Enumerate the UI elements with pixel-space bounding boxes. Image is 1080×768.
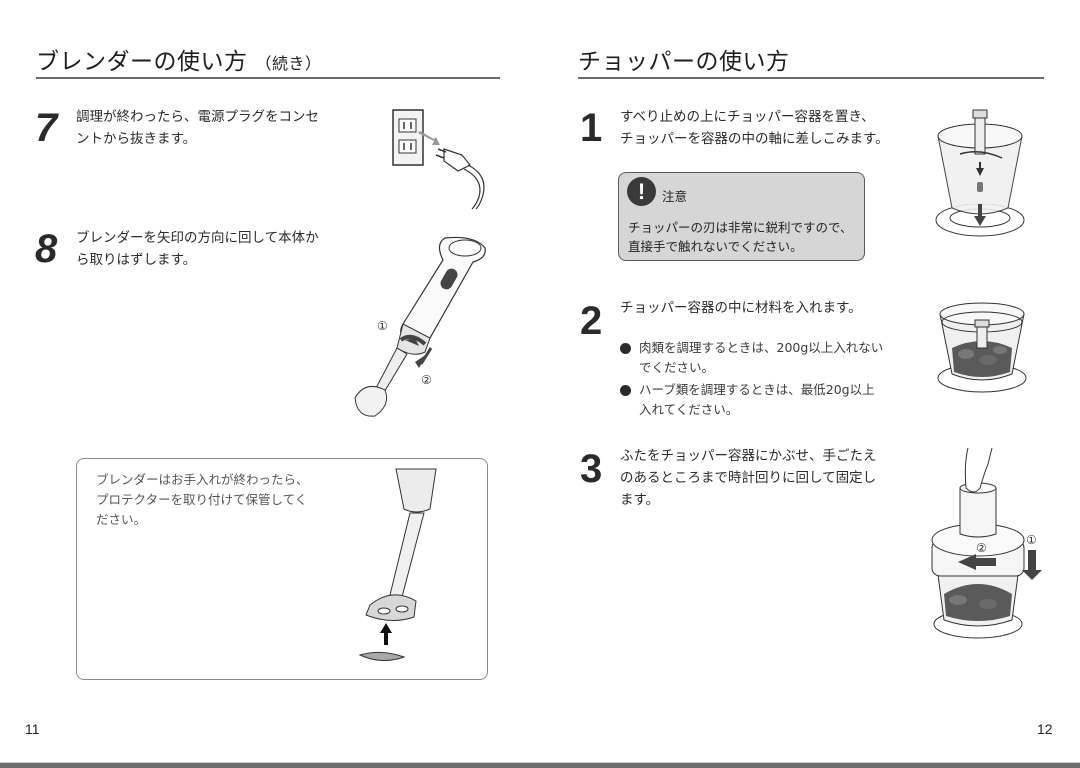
bullet-dot-icon xyxy=(620,343,631,354)
svg-text:①: ① xyxy=(377,319,388,333)
protector-illustration xyxy=(352,465,442,670)
page-number-left: 11 xyxy=(25,721,40,737)
page-number-right: 12 xyxy=(1037,721,1053,737)
caution-label: 注意 xyxy=(662,189,688,204)
detach-blender-illustration: ① ② xyxy=(335,230,495,430)
section-subtitle: （続き） xyxy=(255,54,322,73)
step-2-text: チョッパー容器の中に材料を入れます。 xyxy=(620,300,862,316)
left-page: ブレンダーの使い方 （続き） 7 調理が終わったら、電源プラグをコンセ ントから抜… xyxy=(0,0,540,767)
bullet-item: ハーブ類を調理するときは、最低20g以上 入れてください。 xyxy=(620,380,920,420)
title-rule xyxy=(36,77,500,79)
section-title-chopper: チョッパーの使い方 xyxy=(578,49,790,75)
step-number-2: 2 xyxy=(580,299,603,343)
section-title-text: ブレンダーの使い方 xyxy=(36,49,248,75)
step-number-1: 1 xyxy=(580,106,603,150)
step-1-text: すべり止めの上にチョッパー容器を置き、 チョッパーを容器の中の軸に差しこみます。 xyxy=(620,109,889,147)
svg-text:②: ② xyxy=(976,541,987,555)
right-page: チョッパーの使い方 xyxy=(540,0,1080,767)
bullet-item: 肉類を調理するときは、200g以上入れない でください。 xyxy=(620,338,920,378)
svg-text:①: ① xyxy=(1026,533,1037,547)
insert-blade-illustration xyxy=(930,108,1030,248)
attach-lid-illustration: ② ① xyxy=(918,444,1053,644)
bottom-border xyxy=(0,762,1080,768)
step-3-text: ふたをチョッパー容器にかぶせ、手ごたえ のあるところまで時計回りに回して固定し … xyxy=(620,448,877,508)
step-2-bullets: 肉類を調理するときは、200g以上入れない でください。 ハーブ類を調理するとき… xyxy=(620,338,920,422)
storage-note-box xyxy=(76,458,488,680)
svg-text:②: ② xyxy=(421,373,432,387)
exclamation-icon: ! xyxy=(627,177,656,206)
title-rule xyxy=(578,77,1044,79)
step-number-7: 7 xyxy=(35,106,58,150)
fill-bowl-illustration xyxy=(932,298,1032,398)
unplug-illustration xyxy=(388,105,503,210)
storage-note-text: ブレンダーはお手入れが終わったら、 プロテクターを取り付けて保管してく ださい。 xyxy=(96,472,309,527)
step-number-8: 8 xyxy=(35,227,58,271)
caution-box xyxy=(618,172,865,261)
step-number-3: 3 xyxy=(580,447,603,491)
step-7-text: 調理が終わったら、電源プラグをコンセ ントから抜きます。 xyxy=(76,109,319,147)
caution-text: チョッパーの刃は非常に鋭利ですので、 直接手で触れないでください。 xyxy=(628,220,853,254)
section-title-blender: ブレンダーの使い方 （続き） xyxy=(36,42,322,76)
bullet-dot-icon xyxy=(620,385,631,396)
step-8-text: ブレンダーを矢印の方向に回して本体か ら取りはずします。 xyxy=(76,230,319,268)
